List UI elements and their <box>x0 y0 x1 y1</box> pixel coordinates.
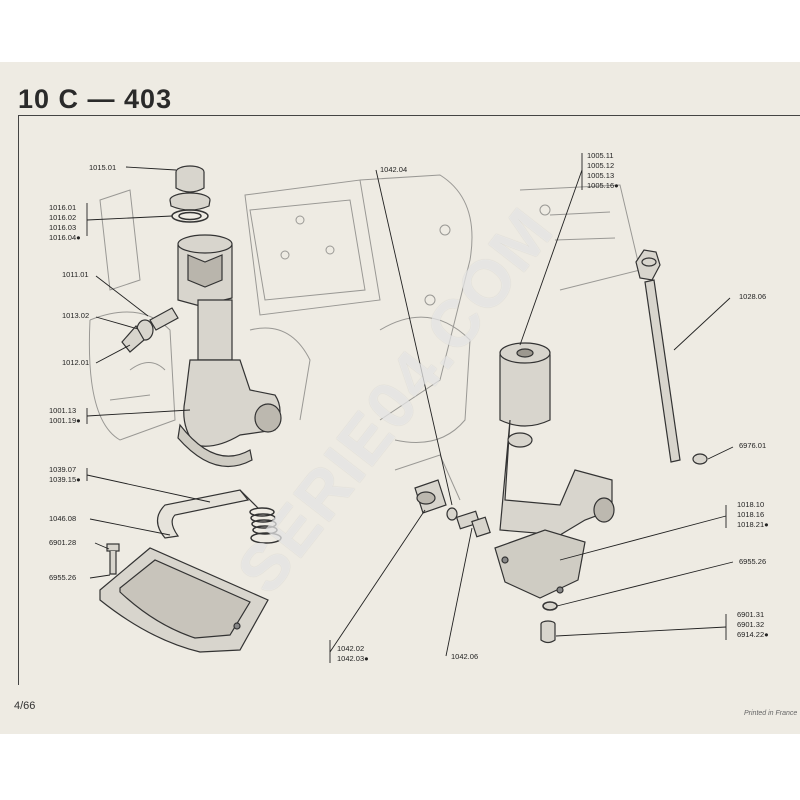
ref-label: 1042.04 <box>380 165 408 174</box>
ref-label: 1039.15● <box>49 475 81 484</box>
ref-label: 1005.13 <box>587 171 615 180</box>
ref-6976-01: 6976.01 <box>739 441 766 451</box>
leader-lines <box>86 153 734 663</box>
ref-label: 1015.01 <box>89 163 117 172</box>
frame-top-rule <box>18 115 800 116</box>
strainer-cover <box>99 547 269 653</box>
ref-label: 6901.28 <box>49 538 77 547</box>
ref-1042-04: 1042.04 <box>380 165 407 175</box>
ref-6955-26-left: 6955.26 <box>49 573 76 583</box>
ref-label: 1016.01 <box>49 203 77 212</box>
ref-1005-group: 1005.11 1005.12 1005.13 1005.16● <box>587 151 619 191</box>
ref-label: 1016.02 <box>49 213 77 222</box>
page-title: 10 C — 403 <box>18 84 173 114</box>
filler-seal-ring <box>171 209 209 223</box>
ref-6901-right-group: 6901.31 6901.32 6914.22● <box>737 610 769 640</box>
ref-1015-01: 1015.01 <box>89 163 116 173</box>
drive-shaft <box>635 249 681 463</box>
ref-label: 1042.06 <box>451 652 479 661</box>
ref-1001-group: 1001.13 1001.19● <box>49 406 81 426</box>
right-washer <box>542 601 558 611</box>
ref-1028-06: 1028.06 <box>739 292 766 302</box>
filter-spring <box>249 507 282 544</box>
right-bolt <box>540 620 556 644</box>
page-number: 4/66 <box>14 700 36 712</box>
ref-label: 1005.12 <box>587 161 615 170</box>
left-oil-pump <box>177 234 282 468</box>
ref-1046-08: 1046.08 <box>49 514 76 524</box>
ref-label: 1018.21● <box>737 520 769 529</box>
ref-label: 1011.01 <box>62 270 89 279</box>
ref-1042-06: 1042.06 <box>451 652 478 662</box>
ref-1039-group: 1039.07 1039.15● <box>49 465 81 485</box>
ref-1012-01: 1012.01 <box>62 358 89 368</box>
ref-label: 1001.19● <box>49 416 81 425</box>
ref-label: 1001.13 <box>49 406 77 415</box>
ref-label: 1042.02 <box>337 644 365 653</box>
ref-label: 1005.11 <box>587 151 614 160</box>
ref-label: 6976.01 <box>739 441 767 450</box>
pipe-adapter <box>446 507 491 538</box>
ref-label: 6901.32 <box>737 620 765 629</box>
ref-label: 1039.07 <box>49 465 77 474</box>
engine-block-background <box>88 174 641 501</box>
ref-label: 1042.03● <box>337 654 369 663</box>
ref-label: 1016.03 <box>49 223 77 232</box>
union-nut <box>414 479 447 514</box>
ref-label: 6901.31 <box>737 610 765 619</box>
ref-1018-group: 1018.10 1018.16 1018.21● <box>737 500 769 530</box>
ref-label: 1028.06 <box>739 292 767 301</box>
oil-pipe <box>156 489 259 539</box>
ref-label: 6955.26 <box>49 573 77 582</box>
ref-label: 1005.16● <box>587 181 619 190</box>
ref-6901-28: 6901.28 <box>49 538 76 548</box>
ref-label: 1018.10 <box>737 500 765 509</box>
right-oil-pump <box>494 342 615 599</box>
shaft-pin <box>692 453 708 465</box>
frame-left-rule <box>18 115 19 685</box>
ref-1042-02-group: 1042.02 1042.03● <box>337 644 369 664</box>
oil-filler-cap <box>169 165 211 211</box>
bolt-and-nut <box>121 307 179 353</box>
ref-label: 6914.22● <box>737 630 769 639</box>
ref-label: 1046.08 <box>49 514 77 523</box>
printed-in-note: Printed in France <box>744 710 798 717</box>
ref-1011-01: 1011.01 <box>62 270 89 280</box>
ref-6955-26-right: 6955.26 <box>739 557 766 567</box>
ref-1013-02: 1013.02 <box>62 311 89 321</box>
ref-label: 1012.01 <box>62 358 90 367</box>
ref-label: 1013.02 <box>62 311 90 320</box>
ref-label: 1018.16 <box>737 510 765 519</box>
ref-label: 1016.04● <box>49 233 81 242</box>
ref-1016-group: 1016.01 1016.02 1016.03 1016.04● <box>49 203 81 243</box>
ref-label: 6955.26 <box>739 557 767 566</box>
left-cover-screw <box>106 543 120 575</box>
